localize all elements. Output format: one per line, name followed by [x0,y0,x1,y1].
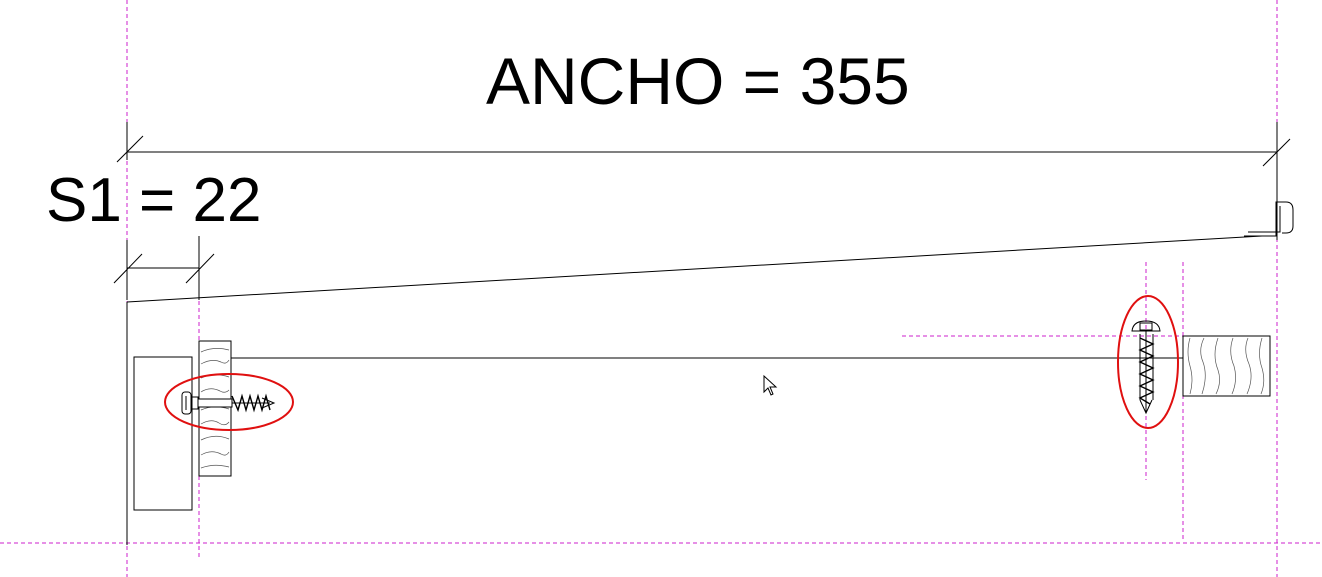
highlight-ellipse-left-screw [164,373,294,431]
angle-bracket [1244,201,1294,237]
ancho-dimension-label: ANCHO = 355 [486,44,910,118]
left-profile [133,356,193,511]
highlight-ellipse-right-screw [1117,295,1179,429]
right-wood-batten [1182,335,1271,397]
cursor-icon [763,374,778,396]
s1-dimension-line [113,236,215,300]
screw-icon [1131,320,1161,415]
s1-dimension-label: S1 = 22 [46,166,262,235]
ancho-dimension-line [116,122,1291,240]
left-wood-batten [198,340,232,477]
screw-icon [181,391,276,415]
sloped-cover [126,235,1263,545]
